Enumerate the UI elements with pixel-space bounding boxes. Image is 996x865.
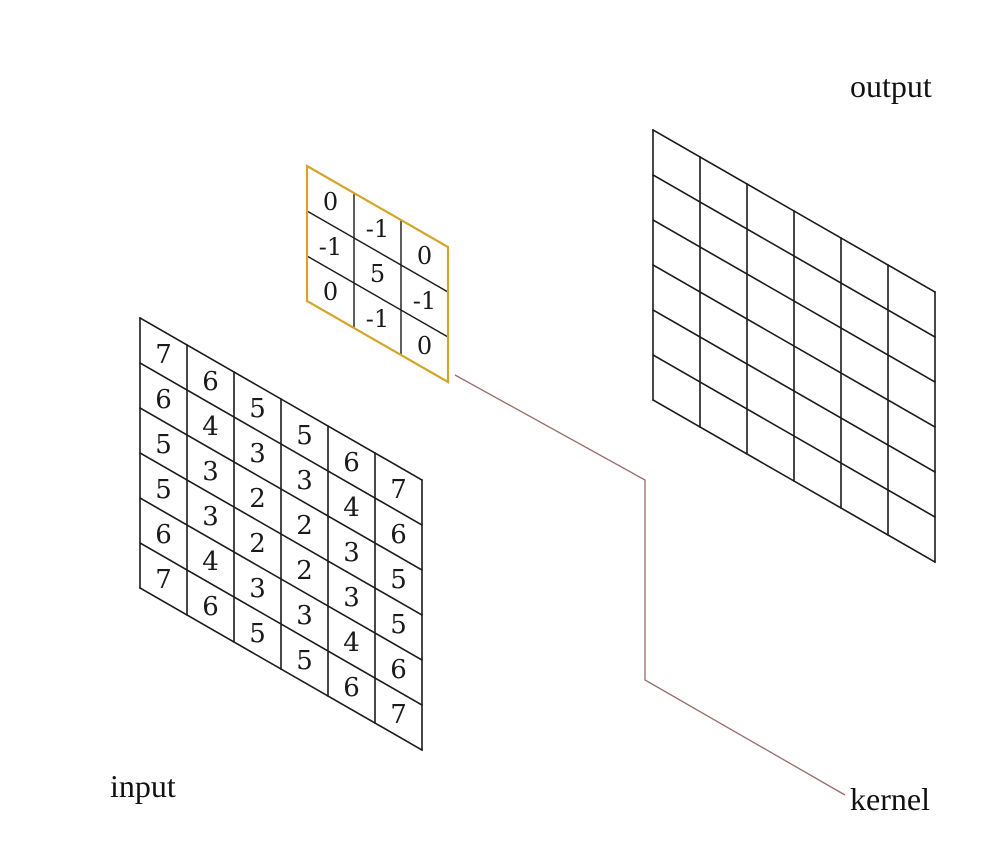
input-cell-value: 2	[296, 511, 313, 541]
kernel-cell-value: -1	[366, 215, 389, 243]
input-cell-value: 5	[390, 565, 407, 595]
input-cell-value: 5	[155, 475, 172, 505]
kernel-grid-row-line	[306, 210, 449, 293]
input-cell-value: 6	[390, 520, 407, 550]
input-cell-value: 4	[202, 412, 219, 442]
input-cell-value: 4	[202, 547, 219, 577]
kernel-border	[305, 164, 450, 384]
input-cell-value: 5	[249, 394, 266, 424]
input-cell-value: 3	[343, 583, 360, 613]
input-cell-value: 6	[202, 592, 219, 622]
input-cell-value: 6	[343, 448, 360, 478]
input-cell-value: 3	[249, 439, 266, 469]
input-cell-value: 3	[343, 538, 360, 568]
kernel-leader-line	[454, 374, 846, 796]
input-cell-value: 7	[390, 475, 407, 505]
output-label: output	[850, 68, 932, 104]
kernel-cell-value: -1	[366, 305, 389, 333]
output-grid	[651, 128, 937, 564]
input-cell-value: 6	[155, 385, 172, 415]
kernel-cell-value: 5	[370, 260, 385, 288]
input-cell-value: 3	[296, 601, 313, 631]
input-cell-value: 2	[249, 484, 266, 514]
input-cell-value: 6	[202, 367, 219, 397]
input-cell-value: 4	[343, 493, 360, 523]
kernel-grid: 0 -1 0 -1 5 -1 0 -1 0	[305, 164, 450, 384]
input-cell-value: 5	[296, 421, 313, 451]
input-cell-value: 3	[249, 574, 266, 604]
input-cell-value: 2	[296, 556, 313, 586]
input-cell-value: 5	[296, 646, 313, 676]
kernel-cell-value: 0	[417, 242, 432, 270]
input-label: input	[110, 768, 176, 804]
input-cell-value: 2	[249, 529, 266, 559]
input-cell-value: 5	[249, 619, 266, 649]
input-cell-value: 7	[390, 700, 407, 730]
input-cell-value: 5	[390, 610, 407, 640]
input-cell-value: 7	[155, 340, 172, 370]
input-cell-value: 5	[155, 430, 172, 460]
input-cell-value: 3	[202, 502, 219, 532]
kernel-grid-row-line	[306, 255, 449, 338]
input-cell-value: 4	[343, 628, 360, 658]
input-cell-value: 6	[390, 655, 407, 685]
input-cell-value: 6	[155, 520, 172, 550]
kernel-label: kernel	[850, 781, 930, 817]
input-cell-value: 3	[202, 457, 219, 487]
kernel-cell-value: -1	[319, 233, 342, 261]
input-cell-value: 6	[343, 673, 360, 703]
input-cell-value: 3	[296, 466, 313, 496]
kernel-cell-value: -1	[413, 287, 436, 315]
input-cell-value: 7	[155, 565, 172, 595]
kernel-cell-value: 0	[323, 278, 338, 306]
kernel-cell-value: 0	[417, 332, 432, 360]
kernel-cell-value: 0	[323, 188, 338, 216]
